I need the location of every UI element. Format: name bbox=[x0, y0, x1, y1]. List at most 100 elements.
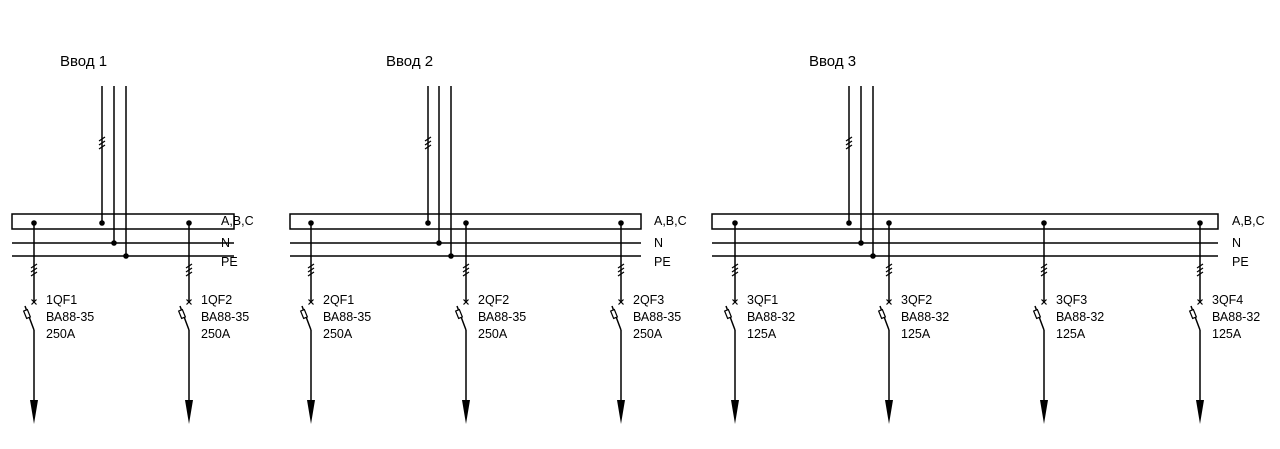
feeder-arrow bbox=[30, 400, 38, 424]
input-title: Ввод 1 bbox=[60, 53, 107, 70]
bus-label-phases: A,B,C bbox=[654, 214, 687, 228]
circuit-breaker-symbol bbox=[22, 305, 35, 331]
tick-mark bbox=[307, 263, 315, 269]
breaker-id: 1QF2 bbox=[201, 293, 232, 307]
input-title: Ввод 3 bbox=[809, 53, 856, 70]
breaker-latch bbox=[177, 308, 187, 320]
cable-tick-marks bbox=[731, 263, 739, 277]
tick-mark bbox=[30, 271, 38, 277]
cable-tick-marks bbox=[845, 136, 853, 150]
cable-tick-marks bbox=[30, 263, 38, 277]
breaker-type: ВА88-32 bbox=[1212, 310, 1260, 324]
bus-label-phases: A,B,C bbox=[221, 214, 254, 228]
phase-busbar bbox=[711, 213, 1219, 230]
tick-mark bbox=[185, 267, 193, 273]
feeder-arrow bbox=[1040, 400, 1048, 424]
bus-label-phases: A,B,C bbox=[1232, 214, 1265, 228]
breaker-rating: 250А bbox=[478, 327, 508, 341]
breaker-contact-cross bbox=[1197, 299, 1203, 305]
tick-mark bbox=[30, 263, 38, 269]
cable-tick-marks bbox=[885, 263, 893, 277]
tick-mark bbox=[1196, 271, 1204, 277]
breaker-type: ВА88-35 bbox=[46, 310, 94, 324]
input-section-3: Ввод 3A,B,CNPE3QF1ВА88-32125А3QF2ВА88-32… bbox=[711, 53, 1265, 424]
breaker-rating: 125А bbox=[901, 327, 931, 341]
breaker-latch bbox=[454, 308, 464, 320]
breaker-rating: 250А bbox=[201, 327, 231, 341]
breaker-rating: 250А bbox=[46, 327, 76, 341]
input-section-1: Ввод 1A,B,CNPE1QF1ВА88-35250А1QF2ВА88-35… bbox=[11, 53, 254, 424]
circuit-breaker-symbol bbox=[177, 305, 190, 331]
tick-mark bbox=[731, 267, 739, 273]
tick-mark bbox=[424, 140, 432, 146]
input-title: Ввод 2 bbox=[386, 53, 433, 70]
tick-mark bbox=[845, 144, 853, 150]
breaker-latch bbox=[1188, 308, 1198, 320]
breaker-contact-cross bbox=[618, 299, 624, 305]
cable-tick-marks bbox=[1040, 263, 1048, 277]
tick-mark bbox=[98, 140, 106, 146]
tick-mark bbox=[185, 271, 193, 277]
breaker-contact-cross bbox=[886, 299, 892, 305]
breaker-latch bbox=[1032, 308, 1042, 320]
bus-label-neutral: N bbox=[654, 236, 663, 250]
breaker-contact-cross bbox=[463, 299, 469, 305]
circuit-breaker-symbol bbox=[877, 305, 890, 331]
tick-mark bbox=[462, 271, 470, 277]
tick-mark bbox=[617, 271, 625, 277]
feed-phase-junction bbox=[99, 220, 105, 226]
circuit-breaker-symbol bbox=[723, 305, 736, 331]
input-section-2: Ввод 2A,B,CNPE2QF1ВА88-35250А2QF2ВА88-35… bbox=[289, 53, 687, 424]
cable-tick-marks bbox=[307, 263, 315, 277]
circuit-breaker-symbol bbox=[299, 305, 312, 331]
breaker-id: 3QF1 bbox=[747, 293, 778, 307]
tick-mark bbox=[462, 263, 470, 269]
breaker-type: ВА88-35 bbox=[633, 310, 681, 324]
breaker-contact-cross bbox=[31, 299, 37, 305]
breaker-latch bbox=[22, 308, 32, 320]
tick-mark bbox=[307, 267, 315, 273]
breaker-latch bbox=[299, 308, 309, 320]
breaker-rating: 125А bbox=[1212, 327, 1242, 341]
breaker-latch bbox=[609, 308, 619, 320]
tick-mark bbox=[885, 263, 893, 269]
cable-tick-marks bbox=[1196, 263, 1204, 277]
feeder-arrow bbox=[1196, 400, 1204, 424]
feeder-arrow bbox=[307, 400, 315, 424]
breaker-id: 2QF1 bbox=[323, 293, 354, 307]
tick-mark bbox=[845, 140, 853, 146]
tick-mark bbox=[731, 271, 739, 277]
breaker-id: 2QF2 bbox=[478, 293, 509, 307]
circuit-breaker-symbol bbox=[454, 305, 467, 331]
breaker-type: ВА88-32 bbox=[1056, 310, 1104, 324]
tick-mark bbox=[1196, 263, 1204, 269]
breaker-contact-cross bbox=[1041, 299, 1047, 305]
tick-mark bbox=[1040, 271, 1048, 277]
cable-tick-marks bbox=[98, 136, 106, 150]
tick-mark bbox=[1040, 267, 1048, 273]
bus-label-neutral: N bbox=[1232, 236, 1241, 250]
feeder-arrow bbox=[885, 400, 893, 424]
feeder-arrow bbox=[185, 400, 193, 424]
tick-mark bbox=[1196, 267, 1204, 273]
bus-label-pe: PE bbox=[221, 255, 238, 269]
breaker-type: ВА88-35 bbox=[478, 310, 526, 324]
breaker-type: ВА88-32 bbox=[747, 310, 795, 324]
tick-mark bbox=[617, 263, 625, 269]
breaker-type: ВА88-32 bbox=[901, 310, 949, 324]
tick-mark bbox=[98, 136, 106, 142]
breaker-type: ВА88-35 bbox=[323, 310, 371, 324]
breaker-contact-cross bbox=[186, 299, 192, 305]
feeder-arrow bbox=[462, 400, 470, 424]
circuit-breaker-symbol bbox=[609, 305, 622, 331]
tick-mark bbox=[424, 136, 432, 142]
feeder-arrow bbox=[731, 400, 739, 424]
breaker-latch bbox=[877, 308, 887, 320]
